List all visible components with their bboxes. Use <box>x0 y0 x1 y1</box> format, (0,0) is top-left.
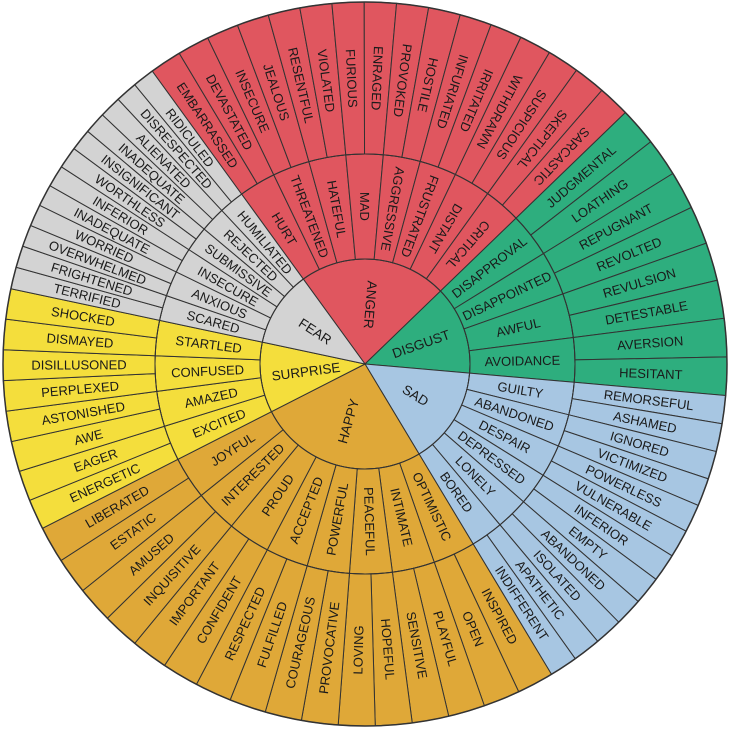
outer-label-disillusoned: DISILLUSONED <box>31 357 126 372</box>
outer-label-dismayed: DISMAYED <box>46 330 114 350</box>
ring-outline-2 <box>154 153 576 575</box>
middle-label-peaceful: PEACEFUL <box>361 487 378 556</box>
outer-label-hopeful: HOPEFUL <box>378 618 398 680</box>
middle-label-avoidance: AVOIDANCE <box>485 353 561 369</box>
outer-label-awe: AWE <box>73 426 105 448</box>
outer-label-aversion: AVERSION <box>617 333 684 353</box>
ring-outline-1 <box>259 258 471 470</box>
outer-label-furious: FURIOUS <box>343 49 361 108</box>
outer-label-perplexed: PERPLEXED <box>41 378 120 400</box>
outer-label-hesitant: HESITANT <box>619 365 683 382</box>
core-label-anger: ANGER <box>361 280 380 329</box>
outer-label-loving: LOVING <box>350 625 366 674</box>
ring-outline-3 <box>2 1 728 727</box>
wheel-segments <box>2 1 728 727</box>
outer-label-enraged: ENRAGED <box>368 46 386 111</box>
middle-label-confused: CONFUSED <box>171 362 245 380</box>
middle-label-mad: MAD <box>357 192 372 221</box>
